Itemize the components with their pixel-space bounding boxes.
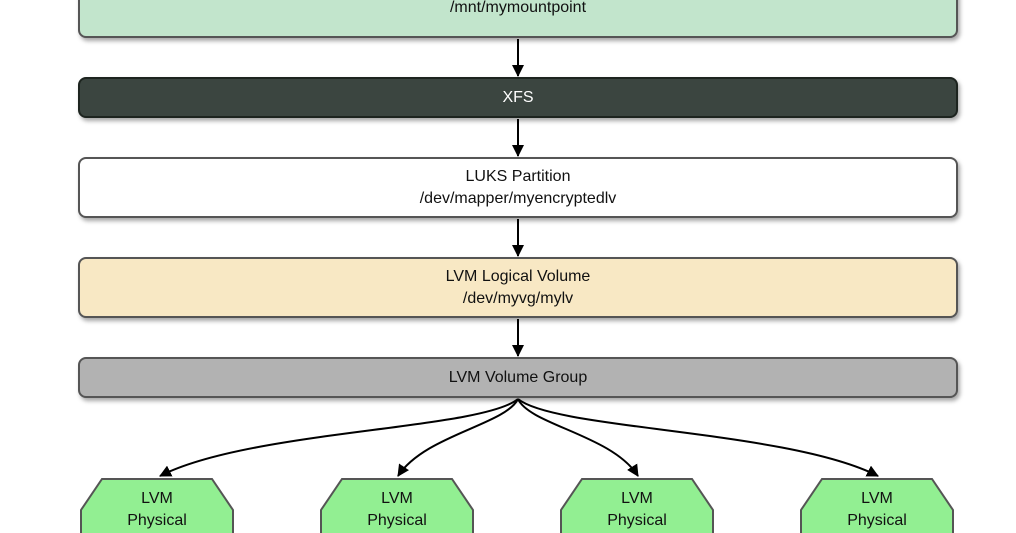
logical-volume-node: LVM Logical Volume /dev/myvg/mylv <box>78 257 958 318</box>
pv-label-line1: LVM <box>621 490 653 507</box>
physical-volume-node-2: LVM Physical <box>320 478 474 533</box>
pv-label-line2: Physical <box>367 512 427 529</box>
pv-label-line2: Physical <box>607 512 667 529</box>
pv-label-line2: Physical <box>847 512 907 529</box>
luks-title: LUKS Partition <box>465 167 571 185</box>
pv-label-line2: Physical <box>127 512 187 529</box>
pv-label-line1: LVM <box>381 490 413 507</box>
physical-volume-node-1: LVM Physical <box>80 478 234 533</box>
luks-partition-node: LUKS Partition /dev/mapper/myencryptedlv <box>78 157 958 218</box>
xfs-node: XFS <box>78 77 958 118</box>
lv-title: LVM Logical Volume <box>445 267 591 285</box>
arrow-vg-to-pv-2 <box>397 398 519 477</box>
xfs-label: XFS <box>502 88 534 106</box>
volume-group-node: LVM Volume Group <box>78 357 958 398</box>
lv-path: /dev/myvg/mylv <box>462 289 574 307</box>
arrow-vg-to-pv-3 <box>517 398 639 477</box>
arrow-vg-to-pv-1 <box>159 398 519 477</box>
hexagon-shape <box>80 478 234 533</box>
hexagon-shape <box>800 478 954 533</box>
mountpoint-path: /mnt/mymountpoint <box>449 0 587 16</box>
physical-volume-node-4: LVM Physical <box>800 478 954 533</box>
pv-label-line1: LVM <box>141 490 173 507</box>
vg-label: LVM Volume Group <box>448 368 588 386</box>
hexagon-shape <box>320 478 474 533</box>
mountpoint-node: /mnt/mymountpoint <box>78 0 958 38</box>
physical-volume-node-3: LVM Physical <box>560 478 714 533</box>
luks-path: /dev/mapper/myencryptedlv <box>419 189 617 207</box>
arrow-vg-to-pv-4 <box>517 398 879 477</box>
pv-label-line1: LVM <box>861 490 893 507</box>
hexagon-shape <box>560 478 714 533</box>
